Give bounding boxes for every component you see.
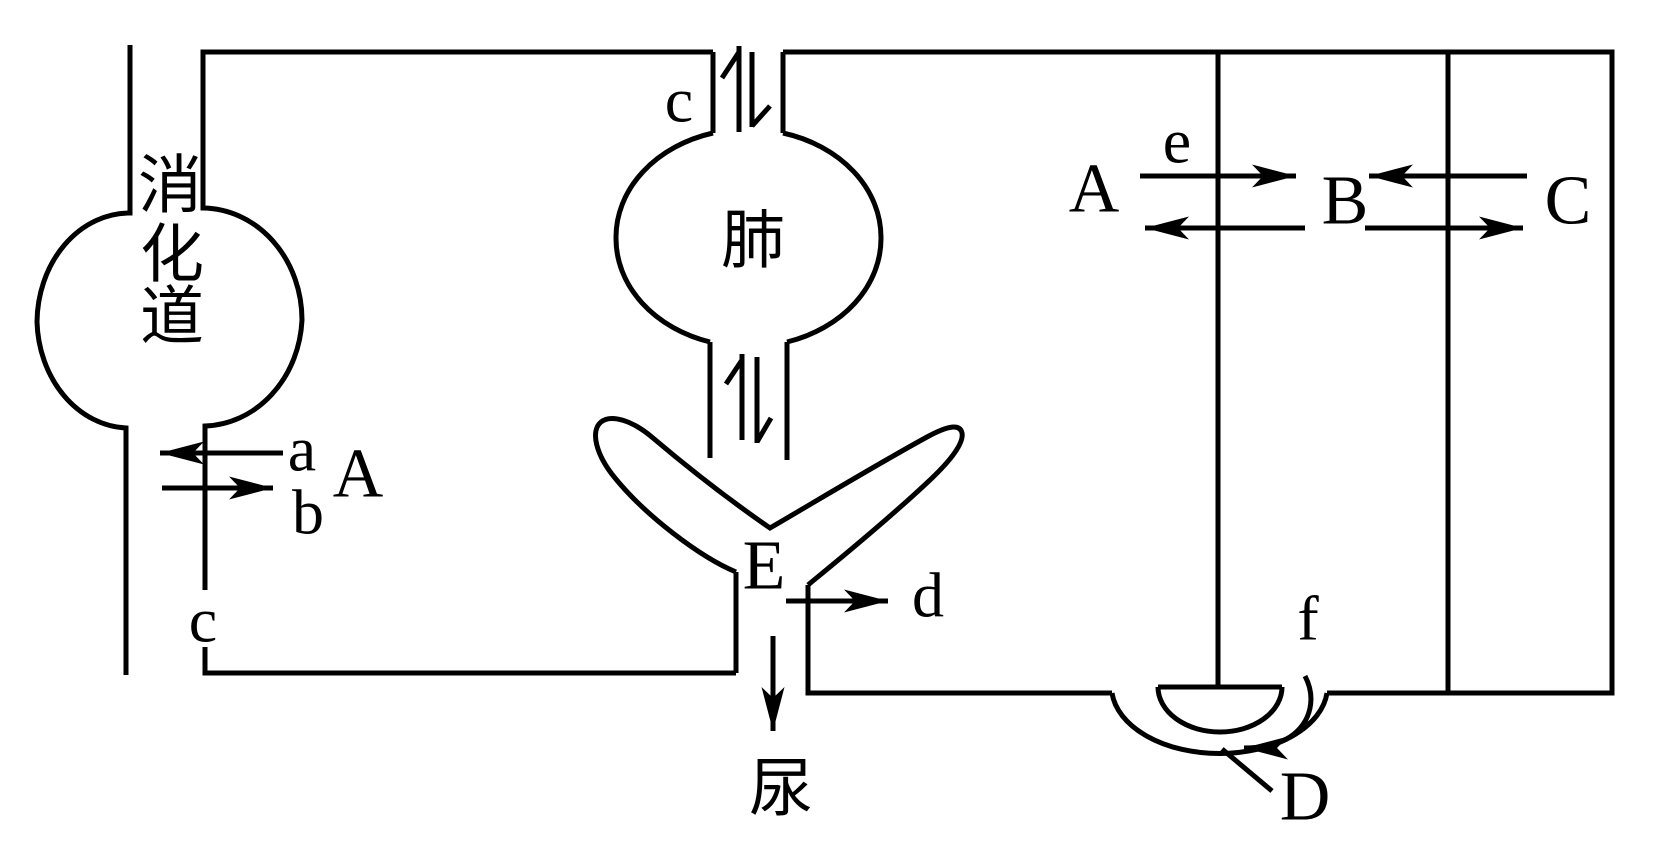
- lung-outline-right: [782, 130, 884, 345]
- compartment-label-C: C: [1545, 163, 1592, 240]
- lung-airway-group: c 肺: [613, 46, 884, 460]
- lung-label: 肺: [721, 206, 785, 277]
- compartment-label-A-right: A: [1069, 151, 1120, 228]
- lymph-bowl-outer-arc: [1109, 692, 1330, 757]
- label-D-leader-line: [1220, 747, 1274, 793]
- kidney-group: E d 尿: [593, 416, 1112, 825]
- digestive-tract-label-char: 道: [140, 282, 204, 353]
- compartment-label-A-left: A: [333, 436, 384, 513]
- airflow-in-arrow-top: [719, 46, 742, 132]
- kidney-outlet-right-wall: [805, 585, 1112, 696]
- flow-label-c-digestive: c: [189, 585, 217, 656]
- flow-label-a: a: [288, 414, 316, 485]
- airflow-in-arrow-bottom: [723, 354, 745, 440]
- lymph-bowl-inner-arc: [1155, 686, 1285, 735]
- flow-label-b: b: [292, 477, 324, 548]
- gut-left-wall: [34, 45, 133, 675]
- digestive-tract-group: 消 化 道 a A b c: [34, 45, 736, 676]
- airflow-out-arrow-top: [749, 52, 772, 128]
- compartment-label-D: D: [1280, 759, 1331, 836]
- digestive-tract-label-char: 化: [140, 220, 204, 291]
- circulation-loop-left-outline: [200, 49, 736, 676]
- fluid-compartments-group: A e B C f D: [783, 49, 1615, 836]
- flow-label-c-airway: c: [665, 65, 693, 136]
- flow-label-d: d: [912, 560, 944, 631]
- flow-label-f: f: [1297, 583, 1319, 654]
- lung-outline-left: [613, 130, 714, 345]
- kidney-wings-outline: [593, 416, 965, 587]
- digestive-tract-label-char: 消: [138, 151, 202, 222]
- urine-label: 尿: [749, 754, 813, 825]
- lymph-return-arrow-f: [1243, 674, 1314, 760]
- airflow-out-arrow-bottom: [754, 357, 774, 444]
- right-region-outline: [783, 49, 1615, 696]
- flow-label-e: e: [1163, 106, 1191, 177]
- compartment-label-E: E: [743, 528, 786, 605]
- compartment-label-B: B: [1322, 163, 1369, 240]
